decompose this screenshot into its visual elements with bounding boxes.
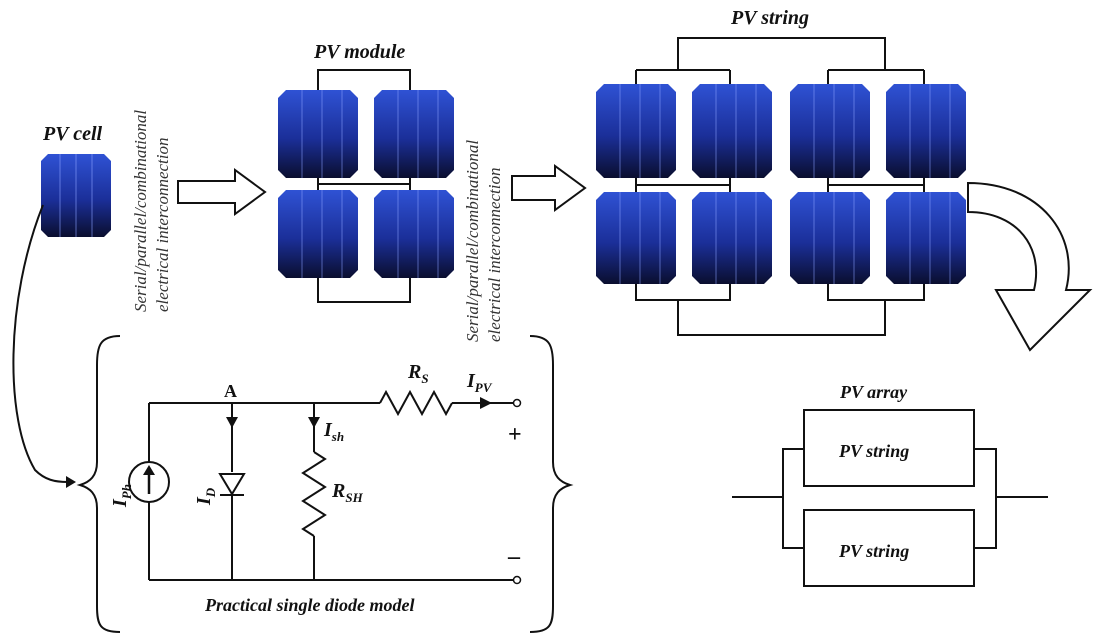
pv-module-label: PV module: [313, 41, 405, 63]
pv-array: [732, 409, 1048, 587]
svg-text:electrical interconnection: electrical interconnection: [485, 168, 504, 343]
module-cell-1: [278, 90, 358, 178]
pv-array-label: PV array: [839, 382, 908, 402]
right-brace: [529, 335, 574, 633]
node-a-label: A: [224, 381, 237, 401]
svg-text:IPh: IPh: [109, 484, 134, 508]
minus-terminal: –: [507, 544, 521, 570]
pv-string-label: PV string: [730, 7, 809, 29]
module-cell-3: [278, 190, 358, 278]
curved-hollow-arrow: [967, 181, 1093, 352]
cell-to-circuit-connector: [12, 204, 69, 483]
string-cell-1: [596, 84, 676, 178]
iph-label: IPh: [109, 484, 134, 508]
module-cell-4: [374, 190, 454, 278]
string-cell-5: [596, 192, 676, 284]
module-cell-2: [374, 90, 454, 178]
svg-text:electrical interconnection: electrical interconnection: [153, 138, 172, 313]
svg-text:ID: ID: [193, 487, 218, 506]
rsh-label: RSH: [331, 480, 364, 505]
string-cell-7: [790, 192, 870, 284]
plus-terminal: +: [508, 422, 522, 448]
svg-text:Serial/parallel/combinational: Serial/parallel/combinational: [131, 110, 150, 312]
ish-label: Ish: [323, 419, 344, 444]
string-cell-2: [692, 84, 772, 178]
pv-cell: [41, 154, 111, 237]
interconnection-label-2: Serial/parallel/combinational electrical…: [463, 140, 504, 342]
solar-cells-group: [278, 84, 966, 284]
pv-cell-label: PV cell: [42, 123, 103, 145]
circuit-caption: Practical single diode model: [204, 595, 414, 615]
id-label: ID: [193, 487, 218, 506]
ipv-label: IPV: [466, 370, 493, 395]
rs-label: RS: [407, 361, 429, 386]
array-string-1-label: PV string: [838, 441, 909, 461]
string-cell-4: [886, 84, 966, 178]
interconnection-label-1: Serial/parallel/combinational electrical…: [131, 110, 172, 312]
single-diode-circuit: [128, 389, 522, 585]
pv-string-wiring: [635, 37, 925, 336]
string-cell-6: [692, 192, 772, 284]
connector-arrowhead: [66, 476, 76, 488]
left-brace: [76, 335, 121, 633]
hollow-arrow-1: [177, 168, 267, 216]
string-cell-8: [886, 192, 966, 284]
string-cell-3: [790, 84, 870, 178]
svg-text:Serial/parallel/combinational: Serial/parallel/combinational: [463, 140, 482, 342]
array-string-2-label: PV string: [838, 541, 909, 561]
hollow-arrow-2: [511, 164, 587, 212]
pv-module: [317, 69, 411, 303]
